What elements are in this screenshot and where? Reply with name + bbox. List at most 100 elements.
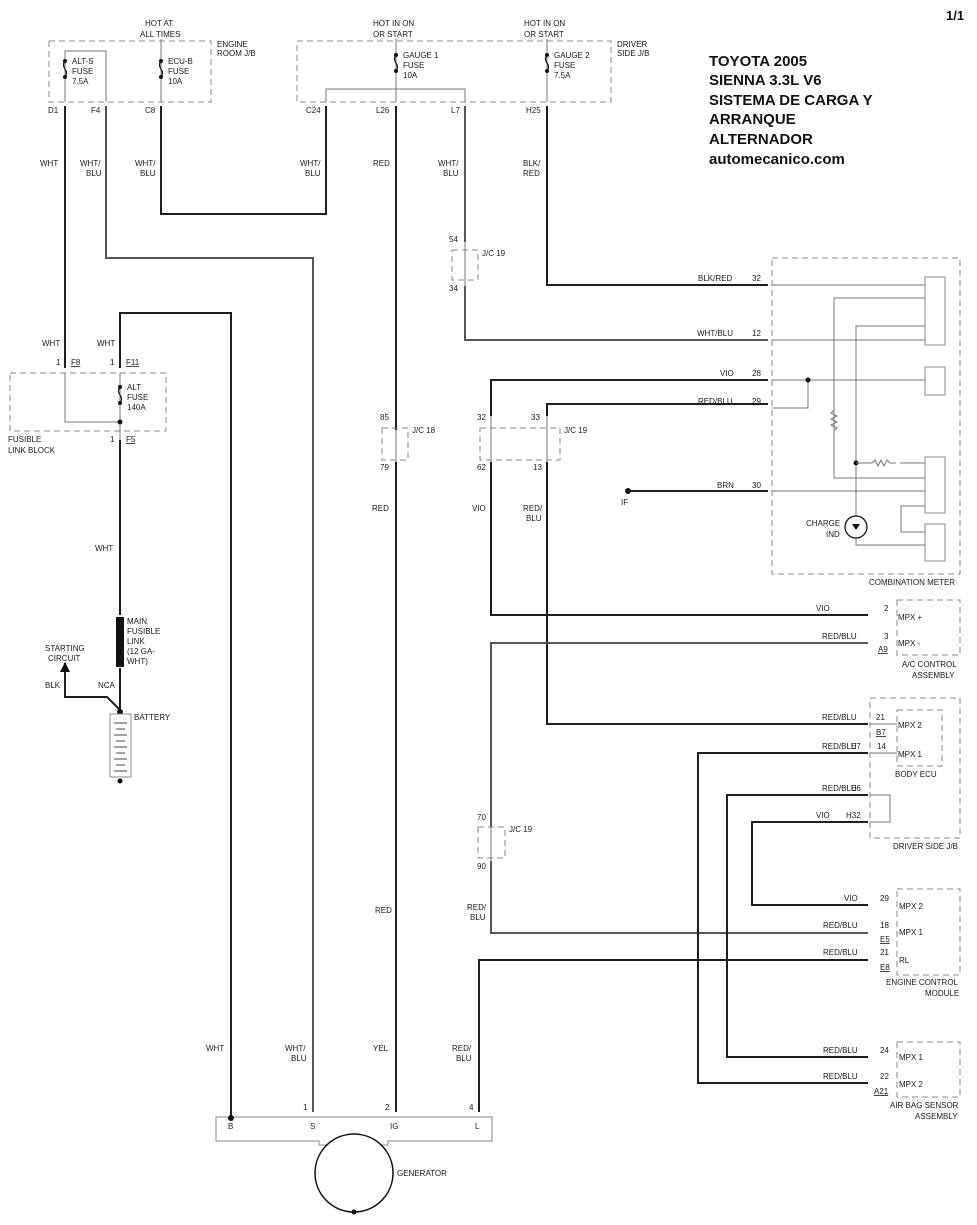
driver-side-jb-label: DRIVER: [617, 40, 647, 49]
terminal-name: MPX 2: [898, 721, 923, 730]
connector-label: A21: [874, 1087, 889, 1096]
combination-meter: COMBINATION METER BLK/RED 32 WHT/BLU 12 …: [621, 257, 961, 587]
pin-label: 33: [531, 413, 540, 422]
ground-icon: [117, 778, 123, 784]
wire-color: WHT: [95, 544, 113, 553]
battery-icon: [109, 713, 132, 778]
jc-label: J/C 19: [564, 426, 588, 435]
driver-side-jb-label: SIDE J/B: [617, 49, 649, 58]
title-line: TOYOTA 2005: [709, 53, 807, 70]
link-label: LINK: [127, 637, 145, 646]
fusible-link-box: [9, 372, 167, 432]
wire-color: RED/BLU: [823, 948, 858, 957]
fusible-link-block: WHT WHT 1 F8 1 F11 ALT FUSE 140A FUSIBLE…: [8, 339, 167, 553]
pin-label: 32: [477, 413, 486, 422]
connector-label: E6: [851, 784, 861, 793]
connector-label: E8: [880, 963, 890, 972]
fuse-label: FUSE: [72, 67, 93, 76]
connector-label: E5: [880, 935, 890, 944]
ground-label: IF: [621, 498, 628, 507]
wire-color: WHT/: [438, 159, 459, 168]
fuse-label: 10A: [168, 77, 183, 86]
wire-color: BLU: [291, 1054, 307, 1063]
link-label: WHT): [127, 657, 148, 666]
fuse-label: 140A: [127, 403, 146, 412]
terminal-name: MPX -: [898, 639, 921, 648]
pin-label: L7: [451, 106, 460, 115]
wire-color: WHT: [40, 159, 58, 168]
generator-icon: [314, 1133, 394, 1213]
power-label: OR START: [524, 30, 564, 39]
pin-label: 90: [477, 862, 486, 871]
battery: STARTING CIRCUIT BLK NCA BATTERY: [45, 644, 171, 784]
link-label: FUSIBLE: [127, 627, 160, 636]
pin-label: F4: [91, 106, 101, 115]
pin-label: 2: [884, 604, 889, 613]
junction-connector-jc18: 85 J/C 18 79: [380, 413, 436, 472]
connector-label: A9: [878, 645, 888, 654]
title-block: TOYOTA 2005 SIENNA 3.3L V6 SISTEMA DE CA…: [709, 53, 873, 168]
wire-color: BLK/: [523, 159, 541, 168]
driver-side-junction-block-top: HOT IN ON OR START HOT IN ON OR START DR…: [296, 19, 649, 115]
engine-room-jb-label: ROOM J/B: [217, 49, 256, 58]
wire-color: BLU: [526, 514, 542, 523]
wire-color: BLU: [456, 1054, 472, 1063]
fuse-label: 7.5A: [72, 77, 89, 86]
pin-label: 62: [477, 463, 486, 472]
starting-circuit-label: STARTING: [45, 644, 85, 653]
power-label: OR START: [373, 30, 413, 39]
pin-label: 21: [876, 713, 885, 722]
fuse-label: FUSE: [127, 393, 148, 402]
terminal-name: RL: [899, 956, 910, 965]
title-line: SIENNA 3.3L V6: [709, 72, 822, 89]
wire-color: BLK: [45, 681, 61, 690]
wire-color-labels-top: WHT WHT/ BLU WHT/ BLU WHT/ BLU RED WHT/ …: [40, 159, 541, 178]
resistor-icon: [829, 409, 839, 432]
fuse-label: FUSE: [403, 61, 424, 70]
wire-color: WHT: [42, 339, 60, 348]
wire-color: RED: [372, 504, 389, 513]
wire-color: RED/BLU: [822, 713, 857, 722]
arrow-up-icon: [60, 662, 70, 672]
wire-color: BLU: [470, 913, 486, 922]
connector-label: E7: [851, 742, 861, 751]
fuse-label: ECU-B: [168, 57, 193, 66]
power-label: HOT IN ON: [524, 19, 565, 28]
driver-side-jb-box: [296, 40, 612, 103]
wire-color: VIO: [844, 894, 858, 903]
terminal-name: B: [228, 1122, 233, 1131]
fuse-label: GAUGE 2: [554, 51, 590, 60]
wire-color: VIO: [720, 369, 734, 378]
terminal-name: S: [310, 1122, 315, 1131]
ac-control-label: ASSEMBLY: [912, 671, 955, 680]
terminal-name: MPX 1: [898, 750, 923, 759]
pin-label: 32: [752, 274, 761, 283]
wire-color: BLK/RED: [698, 274, 732, 283]
pin-label: 12: [752, 329, 761, 338]
pin-label: 22: [880, 1072, 889, 1081]
starting-circuit-label: CIRCUIT: [48, 654, 81, 663]
link-label: MAIN: [127, 617, 147, 626]
pin-label: 29: [752, 397, 761, 406]
power-label: HOT IN ON: [373, 19, 414, 28]
engine-room-junction-block: HOT AT ALL TIMES ENGINE ROOM J/B ALT-S F…: [48, 19, 256, 115]
page-number: 1/1: [946, 8, 964, 23]
pin-label: 70: [477, 813, 486, 822]
pin-label: 21: [880, 948, 889, 957]
pin-label: 18: [880, 921, 889, 930]
terminal-name: MPX 2: [899, 1080, 924, 1089]
fuse-label: ALT: [127, 383, 141, 392]
ac-control-assembly: VIO 2 MPX + RED/BLU 3 MPX - A9 A/C CONTR…: [816, 599, 961, 680]
battery-label: BATTERY: [134, 713, 171, 722]
jc-label: J/C 19: [482, 249, 506, 258]
wire-color: WHT/: [300, 159, 321, 168]
pin-label: 14: [877, 742, 886, 751]
pin-label: C8: [145, 106, 156, 115]
junction-connector-jc19-mid: 32 33 J/C 19 62 13: [477, 413, 588, 472]
terminal-name: MPX 1: [899, 1053, 924, 1062]
wire-color: BRN: [717, 481, 734, 490]
title-line: automecanico.com: [709, 151, 845, 168]
pin-label: 85: [380, 413, 389, 422]
body-ecu-label: BODY ECU: [895, 770, 937, 779]
fuse-icon: [117, 385, 123, 405]
